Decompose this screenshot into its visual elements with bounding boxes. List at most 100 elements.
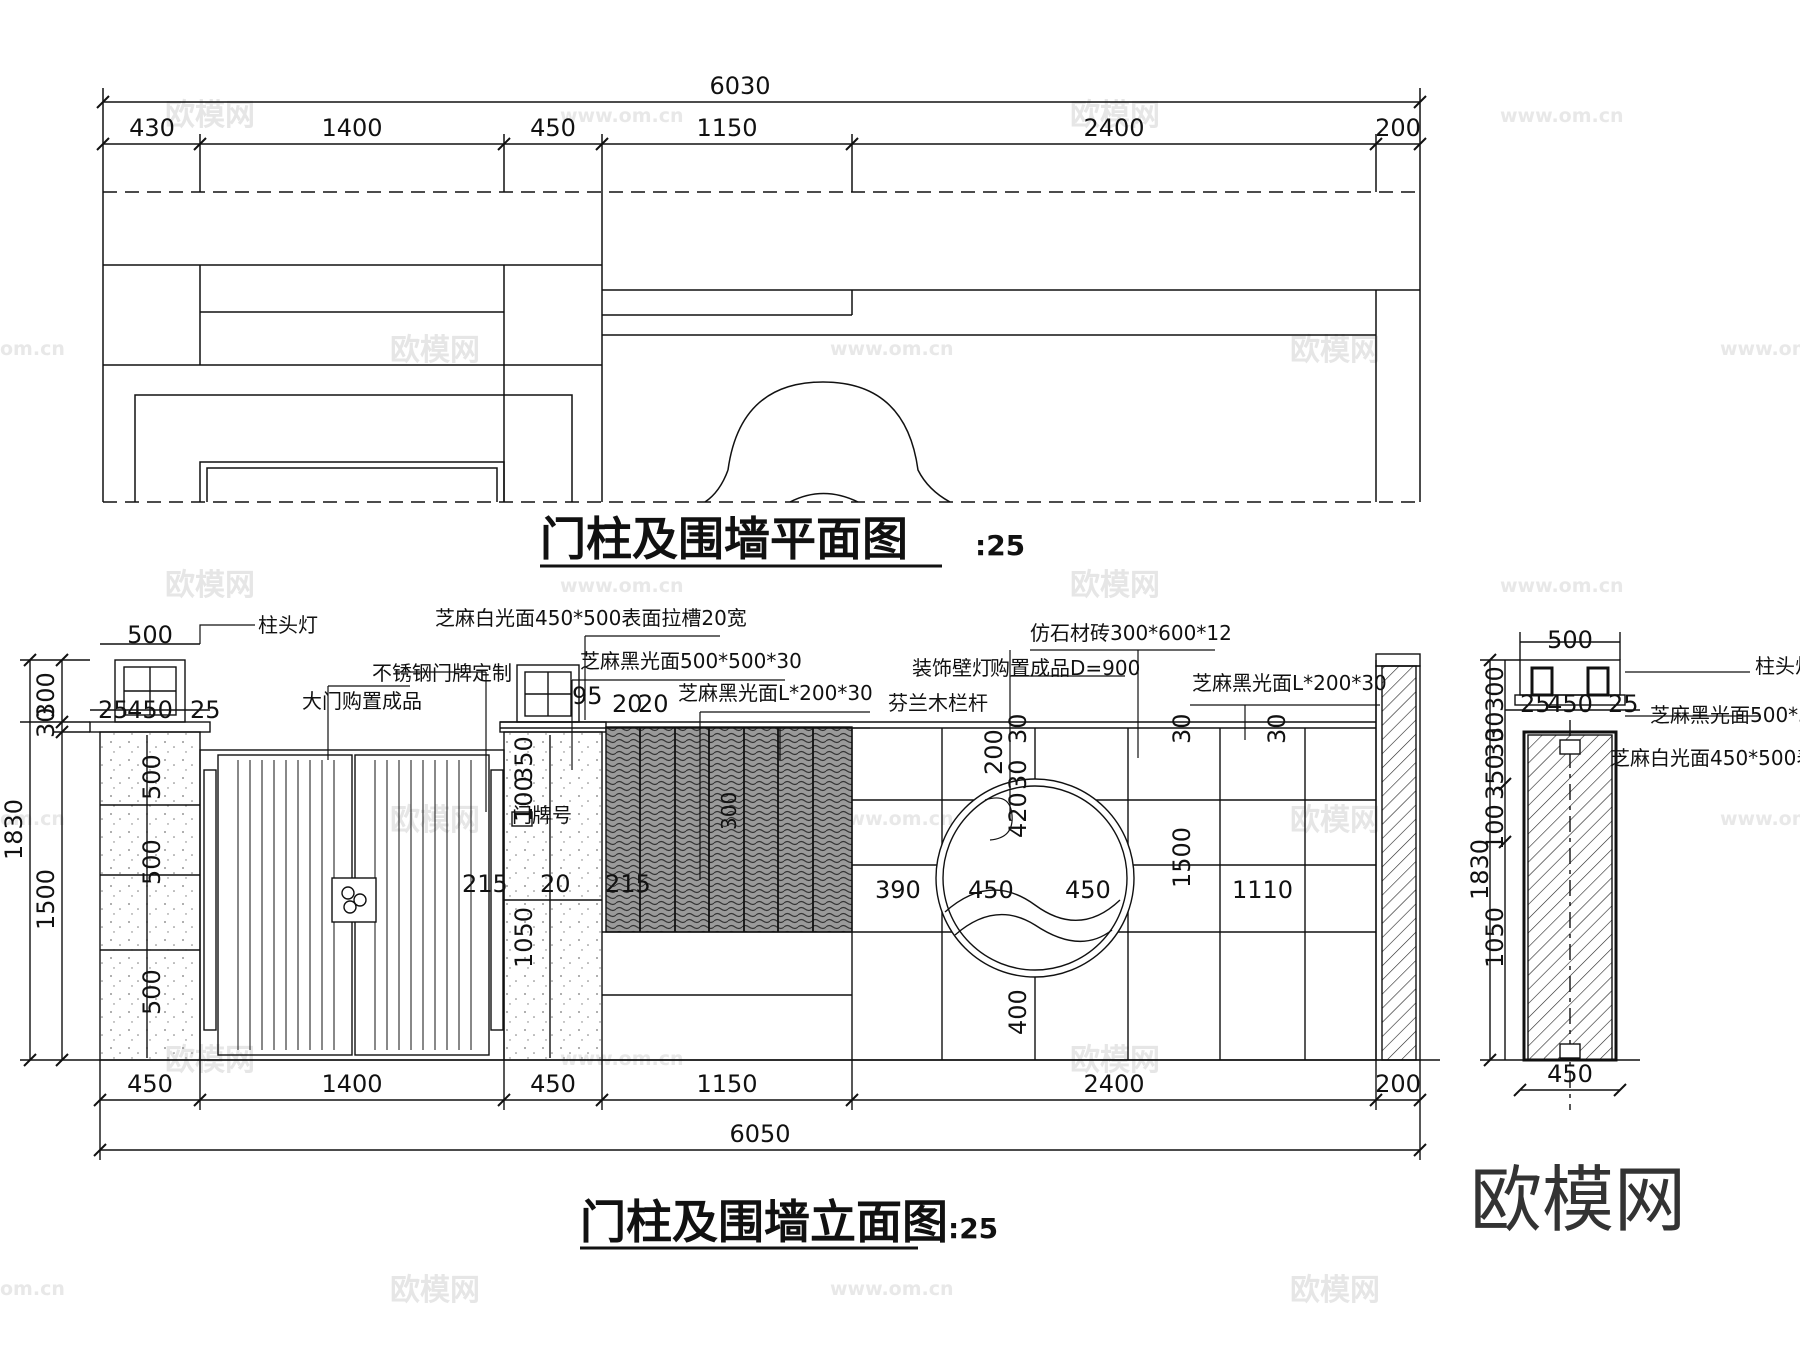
elev-left-dim: 30 xyxy=(32,707,60,738)
inner-dim: 95 xyxy=(572,682,603,710)
watermark-url: om.cn xyxy=(0,1278,65,1300)
inner-dim: 200 xyxy=(980,729,1008,775)
inner-dim: 390 xyxy=(875,876,921,904)
watermark-brand: 欧模网 xyxy=(165,98,255,133)
section-bottom-dim: 450 xyxy=(1547,1060,1593,1088)
watermark-brand: 欧模网 xyxy=(1290,1273,1380,1308)
watermark-layer: 欧模网 欧模网 www.om.cn www.om.cn om.cn 欧模网 ww… xyxy=(0,98,1800,1308)
note-bought: 购置成品D=900 xyxy=(990,656,1140,680)
section-view xyxy=(1480,632,1760,1110)
elev-left-dim: 1830 xyxy=(0,799,28,860)
elevation-scale: :25 xyxy=(948,1212,998,1245)
note-gate: 大门购置成品 xyxy=(302,689,422,713)
watermark-brand: 欧模网 xyxy=(1290,333,1380,368)
section-left-dim: 30 xyxy=(1481,711,1509,742)
watermark-url: www.om.cn xyxy=(830,338,954,360)
inner-dim: 20 xyxy=(540,870,571,898)
elevation-view xyxy=(20,624,1440,1160)
plan-dimensions: 6030 430 1400 450 1150 2400 200 xyxy=(129,72,1421,142)
inner-dim: 30 xyxy=(1004,759,1032,790)
section-top-dim: 500 xyxy=(1547,626,1593,654)
elev-left-dim: 300 xyxy=(32,672,60,718)
section-note-white: 芝麻白光面450*500表面拉槽20宽 xyxy=(1610,746,1800,770)
pillar-dim: 25 xyxy=(98,696,129,724)
note-finland: 芬兰木栏杆 xyxy=(888,691,988,715)
section-dim: 450 xyxy=(1547,690,1593,718)
elev-bottom-dim: 450 xyxy=(530,1070,576,1098)
section-left-dim: 1830 xyxy=(1466,839,1494,900)
pillar-dim: 25 xyxy=(190,696,221,724)
note-sesame-black-cap: 芝麻黑光面500*500*30 xyxy=(580,649,802,673)
elev-left-dim: 1500 xyxy=(32,869,60,930)
inner-dim: 20 xyxy=(638,690,669,718)
watermark-brand: 欧模网 xyxy=(165,568,255,603)
note-door-no: 门牌号 xyxy=(512,803,572,827)
elevation-title: 门柱及围墙立面图 xyxy=(580,1195,948,1249)
inner-dim: 420 xyxy=(1004,792,1032,838)
watermark-url: www.om.cn xyxy=(560,105,684,127)
section-annotations: 500 25 450 25 柱头灯 芝麻黑光面500*500*30 芝麻白光面4… xyxy=(1466,626,1800,1088)
plan-dim: 200 xyxy=(1375,114,1421,142)
watermark-url: om.cn xyxy=(0,338,65,360)
watermark-brand: 欧模网 xyxy=(1070,568,1160,603)
pillar-row-dim: 500 xyxy=(138,754,166,800)
note-stone-brick: 仿石材砖300*600*12 xyxy=(1030,621,1232,645)
plan-title-block: 门柱及围墙平面图 :25 xyxy=(540,512,1025,568)
inner-dim: 215 xyxy=(605,870,651,898)
watermark-url: www.om.cn xyxy=(830,808,954,830)
plan-view xyxy=(96,88,1427,503)
section-note-cap: 芝麻黑光面500*500*30 xyxy=(1650,703,1800,727)
section-left-dim: 100 xyxy=(1481,804,1509,850)
plan-title: 门柱及围墙平面图 xyxy=(540,512,908,566)
inner-dim: 400 xyxy=(1004,989,1032,1035)
note-sesame-black-l2: 芝麻黑光面L*200*30 xyxy=(1192,671,1387,695)
watermark-brand: 欧模网 xyxy=(390,1273,480,1308)
inner-dim: 30 xyxy=(1168,713,1196,744)
pillar-row-dim: 500 xyxy=(138,969,166,1015)
elev-bottom-dim: 200 xyxy=(1375,1070,1421,1098)
elev-overall-dim: 6050 xyxy=(729,1120,790,1148)
section-note-light: 柱头灯 xyxy=(1755,654,1800,678)
elev-bottom-dim: 450 xyxy=(127,1070,173,1098)
plan-dim: 1150 xyxy=(696,114,757,142)
note-sesame-black-l: 芝麻黑光面L*200*30 xyxy=(678,681,873,705)
inner-dim: 215 xyxy=(462,870,508,898)
watermark-brand: 欧模网 xyxy=(1290,803,1380,838)
plan-dim: 430 xyxy=(129,114,175,142)
plan-dim: 2400 xyxy=(1083,114,1144,142)
plan-dim: 450 xyxy=(530,114,576,142)
pillar-width-dim: 500 xyxy=(127,621,173,649)
inner-dim: 450 xyxy=(1065,876,1111,904)
note-deco-light: 装饰壁灯 xyxy=(912,656,992,680)
watermark-brand: 欧模网 xyxy=(390,333,480,368)
section-left-dim: 350 xyxy=(1481,754,1509,800)
section-dim: 25 xyxy=(1608,690,1639,718)
inner-dim: 350 xyxy=(510,736,538,782)
section-left-dim: 1050 xyxy=(1481,907,1509,968)
section-dim: 25 xyxy=(1520,690,1551,718)
watermark-url: www.om.cn xyxy=(1720,808,1800,830)
inner-dim: 30 xyxy=(1004,713,1032,744)
elev-bottom-dim: 2400 xyxy=(1083,1070,1144,1098)
section-left-dim: 30 xyxy=(1481,727,1509,758)
note-pillar-light: 柱头灯 xyxy=(258,613,318,637)
watermark-url: www.om.cn xyxy=(1720,338,1800,360)
elev-bottom-dim: 1400 xyxy=(321,1070,382,1098)
plan-dim: 1400 xyxy=(321,114,382,142)
watermark-url: www.om.cn xyxy=(830,1278,954,1300)
watermark-url: www.om.cn xyxy=(560,575,684,597)
watermark-brand: 欧模网 xyxy=(1070,98,1160,133)
watermark-url: www.om.cn xyxy=(1500,575,1624,597)
inner-dim: 100 xyxy=(510,776,538,822)
elevation-annotations: 500 25 450 25 柱头灯 大门购置成品 不锈钢门牌定制 芝麻白光面45… xyxy=(0,606,1421,1148)
watermark-url: www.om.cn xyxy=(1500,105,1624,127)
pillar-row-dim: 500 xyxy=(138,839,166,885)
inner-dim: 30 xyxy=(1263,713,1291,744)
section-left-dim: 300 xyxy=(1481,666,1509,712)
plan-overall-dim: 6030 xyxy=(709,72,770,100)
elevation-title-block: 门柱及围墙立面图 :25 xyxy=(580,1195,998,1250)
inner-dim: 20 xyxy=(612,690,643,718)
watermark-logo: 欧模网 xyxy=(1470,1158,1686,1242)
plan-scale: :25 xyxy=(975,529,1025,562)
